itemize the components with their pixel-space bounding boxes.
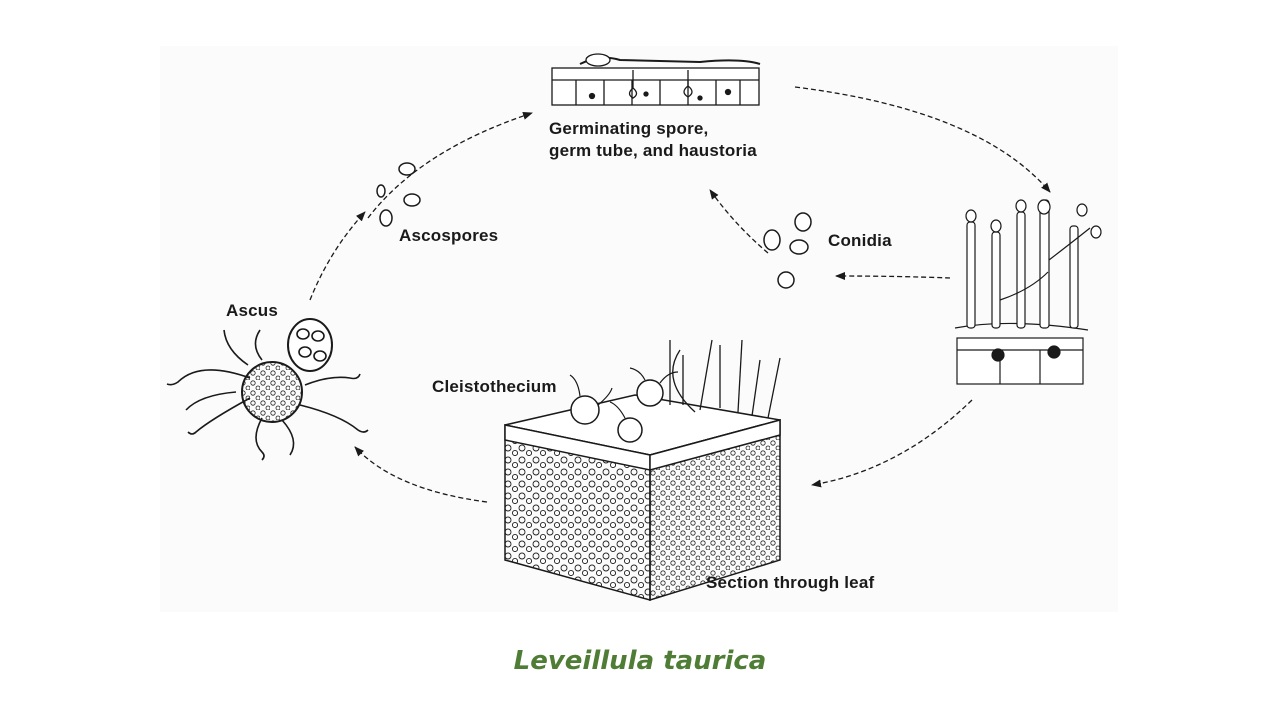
ascus-illustration [166, 318, 369, 461]
label-conidia: Conidia [828, 231, 892, 250]
arrow-to-ascus [354, 446, 488, 503]
label-ascospores: Ascospores [399, 226, 499, 245]
arrow-to-leaf-section [811, 399, 973, 488]
arrow-to-conidiophores [794, 86, 1051, 193]
label-section-through-leaf: Section through leaf [706, 573, 875, 592]
leaf-section-illustration [504, 339, 781, 602]
ascospores-spores [376, 162, 421, 227]
conidia-spores [763, 212, 812, 289]
arrow-ascus-to-ascospores [309, 211, 366, 301]
germinating-spore-illustration [551, 53, 761, 106]
arrow-to-germinating [367, 112, 533, 219]
arrow-to-conidia [835, 272, 951, 281]
conidiophores-illustration [954, 199, 1102, 385]
label-germinating-line-2: germ tube, and haustoria [549, 141, 757, 160]
arrow-conidia-to-germinating [709, 189, 769, 254]
label-germinating-line-1: Germinating spore, [549, 119, 709, 138]
species-caption: Leveillula taurica [513, 646, 767, 676]
label-ascus: Ascus [226, 301, 279, 320]
label-cleistothecium: Cleistothecium [432, 377, 557, 396]
